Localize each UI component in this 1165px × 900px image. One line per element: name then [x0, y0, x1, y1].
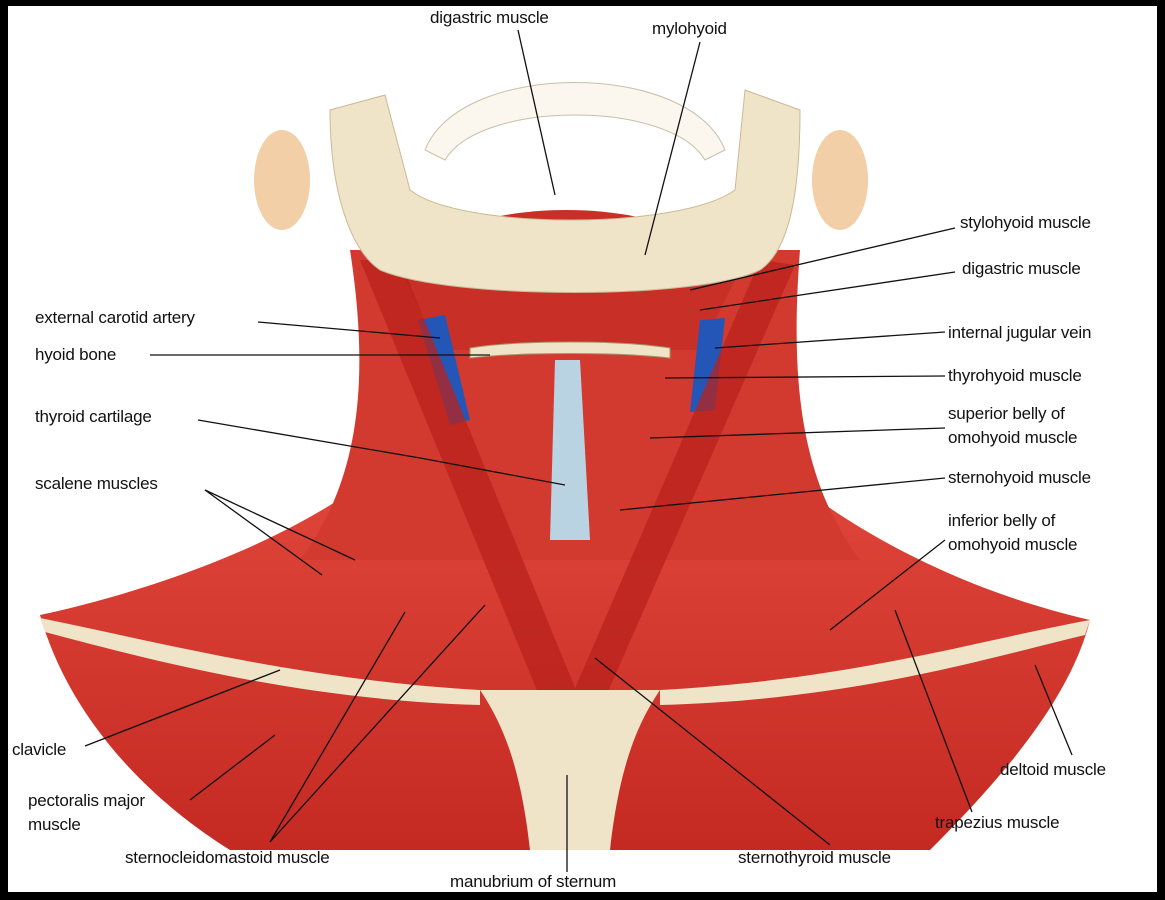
label-line: inferior belly of: [948, 511, 1056, 530]
sternocleidomastoid-right: [570, 260, 795, 710]
label-trapezius: trapezius muscle: [935, 813, 1060, 832]
label-sternocleidomastoid: sternocleidomastoid muscle: [125, 848, 330, 867]
label-line: pectoralis major: [28, 791, 145, 810]
label-thyroid-cartilage: thyroid cartilage: [35, 407, 152, 426]
label-thyrohyoid: thyrohyoid muscle: [948, 366, 1082, 385]
label-manubrium: manubrium of sternum: [450, 872, 617, 891]
label-line: superior belly of: [948, 404, 1065, 423]
label-line: muscle: [28, 815, 81, 834]
mandible: [329, 89, 801, 293]
label-scalene: scalene muscles: [35, 474, 158, 493]
left-ear: [254, 130, 310, 230]
label-line: omohyoid muscle: [948, 428, 1078, 447]
label-internal-jugular-vein: internal jugular vein: [948, 323, 1092, 342]
label-mylohyoid: mylohyoid: [652, 19, 727, 38]
label-stylohyoid: stylohyoid muscle: [960, 213, 1091, 232]
label-sternohyoid: sternohyoid muscle: [948, 468, 1091, 487]
label-external-carotid: external carotid artery: [35, 308, 195, 327]
label-clavicle: clavicle: [12, 740, 67, 759]
hyoid-bone: [469, 341, 671, 359]
label-line: omohyoid muscle: [948, 535, 1078, 554]
leader-lines: [84, 29, 1073, 872]
manubrium: [480, 690, 660, 850]
label-inferior-omohyoid: inferior belly of omohyoid muscle: [948, 509, 1077, 557]
label-sternothyroid: sternothyroid muscle: [738, 848, 891, 867]
shoulder-muscles: [40, 470, 1090, 850]
label-deltoid: deltoid muscle: [1000, 760, 1106, 779]
clavicle-left: [40, 618, 480, 705]
teeth: [424, 82, 726, 161]
label-superior-omohyoid: superior belly of omohyoid muscle: [948, 402, 1077, 450]
label-digastric-muscle-top: digastric muscle: [430, 8, 549, 27]
sternocleidomastoid-left: [360, 260, 580, 710]
right-ear: [812, 130, 868, 230]
clavicle-right: [660, 620, 1090, 705]
label-pectoralis-major: pectoralis major muscle: [28, 789, 145, 837]
label-hyoid-bone: hyoid bone: [35, 345, 117, 364]
trachea: [550, 360, 590, 540]
label-digastric-muscle-right: digastric muscle: [962, 259, 1081, 278]
